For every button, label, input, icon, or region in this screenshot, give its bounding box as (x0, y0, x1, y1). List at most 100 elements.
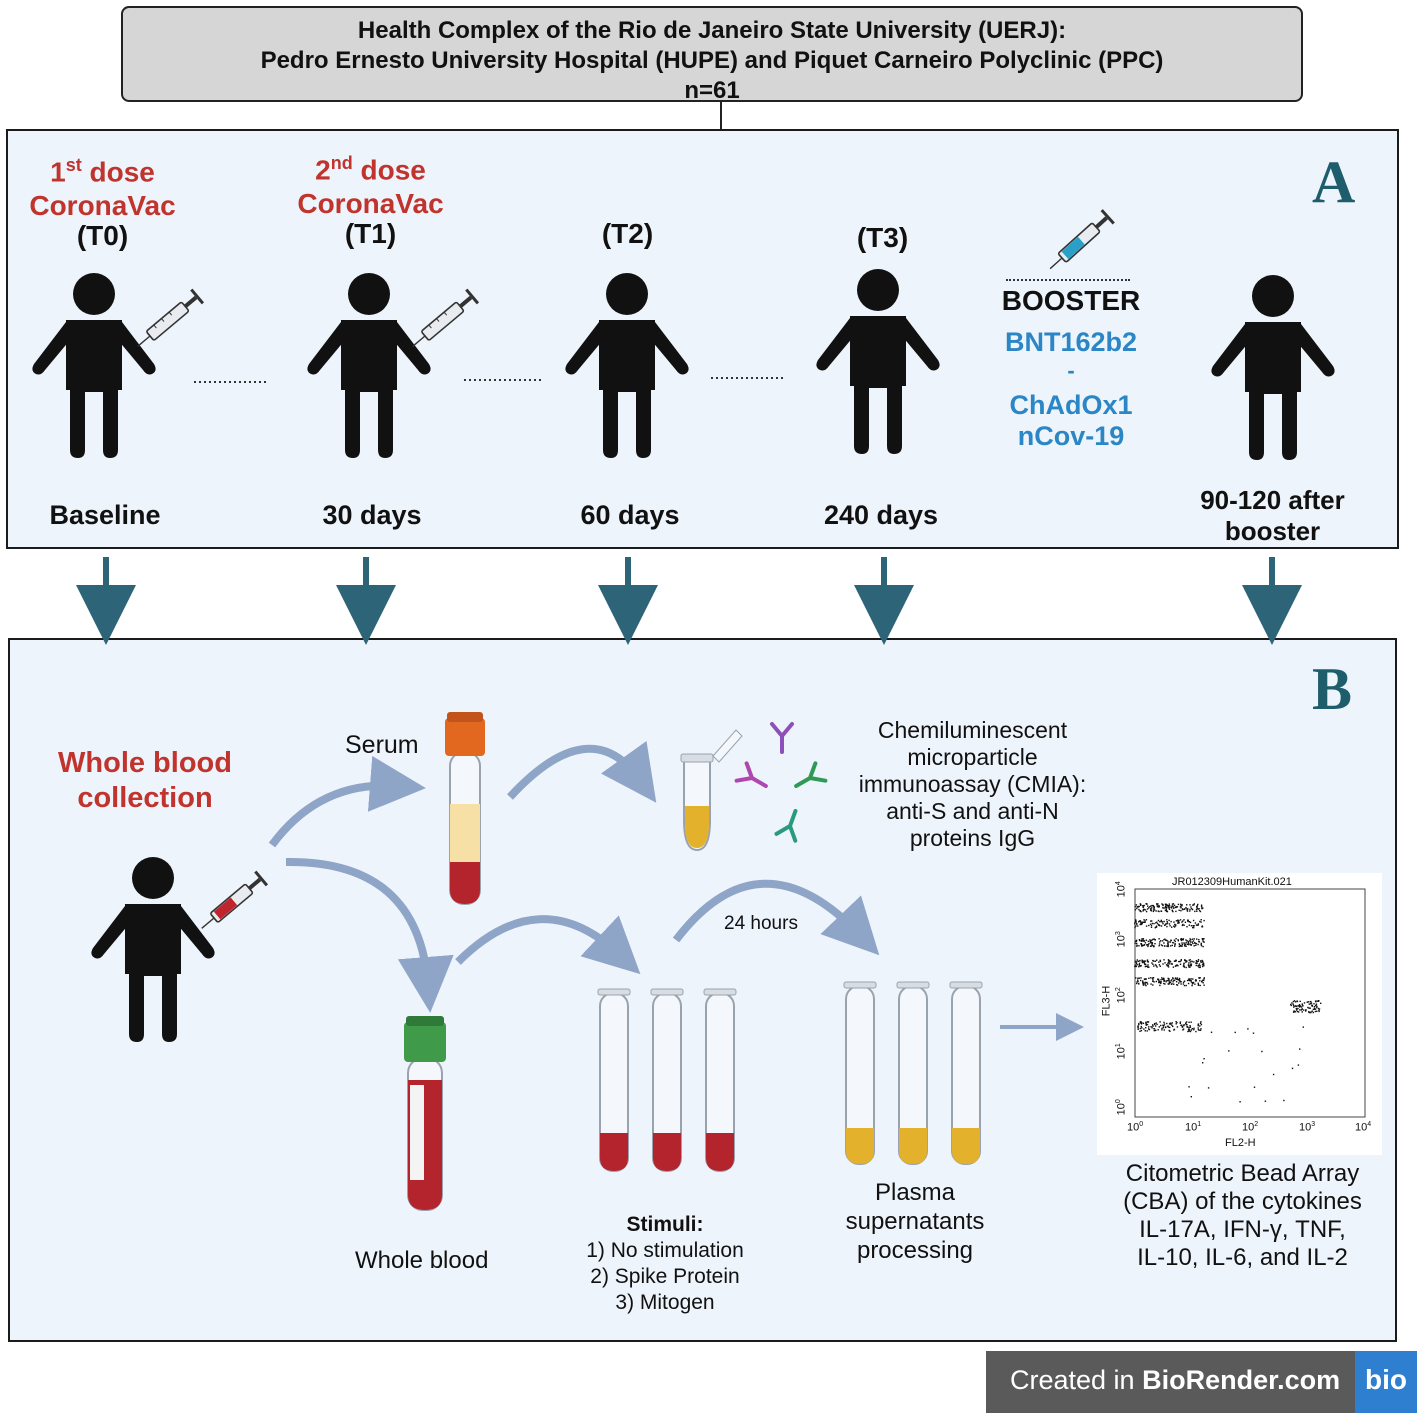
plot-point (1316, 1006, 1318, 1009)
plot-point (1182, 920, 1184, 922)
plot-point (1316, 1005, 1318, 1008)
plot-point (1188, 966, 1190, 968)
plot-point (1138, 966, 1140, 968)
eppendorf-tube-icon (680, 729, 743, 852)
plot-point (1167, 942, 1169, 944)
plot-point (1192, 919, 1195, 922)
footer-badge[interactable]: Created in BioRender.com (986, 1351, 1417, 1413)
plot-point (1140, 1023, 1143, 1025)
plot-point (1167, 962, 1169, 964)
plot-point (1202, 982, 1204, 984)
x-tick-3: 103 (1299, 1121, 1316, 1134)
whole-blood-tube-icon (404, 1016, 446, 1211)
plot-point (1165, 908, 1167, 911)
plot-point (1294, 1001, 1297, 1003)
plot-point (1143, 940, 1145, 942)
plot-point (1300, 1006, 1303, 1008)
plot-point (1182, 983, 1185, 985)
plot-point (1142, 938, 1145, 940)
plot-point (1170, 920, 1172, 923)
plot-point (1160, 910, 1162, 912)
plot-point (1150, 1026, 1152, 1028)
plot-point (1169, 961, 1172, 963)
plot-point (1190, 1021, 1192, 1023)
plot-point (1313, 1003, 1315, 1005)
plot-point (1152, 963, 1154, 965)
plot-point (1188, 924, 1190, 926)
plot-point (1199, 966, 1201, 969)
plot-point (1158, 938, 1160, 940)
plot-point (1140, 1029, 1143, 1032)
plot-point (1161, 1029, 1163, 1031)
plot-point (1157, 903, 1159, 905)
plot-point (1168, 982, 1171, 984)
plot-point (1194, 942, 1196, 944)
plot-point (1155, 1022, 1157, 1024)
plot-point (1200, 919, 1202, 921)
plot-point (1140, 923, 1142, 926)
plot-point (1157, 919, 1160, 922)
plot-point (1176, 1026, 1179, 1028)
plot-point (1308, 1007, 1310, 1009)
header-line-3: n=61 (684, 77, 740, 104)
plot-point (1146, 1023, 1149, 1026)
plot-point (1151, 904, 1153, 907)
plot-point (1161, 1027, 1163, 1030)
plot-point (1151, 939, 1153, 941)
plot-point (1166, 922, 1169, 924)
plot-point (1296, 1000, 1298, 1002)
plot-point (1188, 1021, 1190, 1023)
plot-point (1180, 904, 1182, 906)
stimuli-1: 1) No stimulation (586, 1239, 744, 1262)
plot-point (1203, 1058, 1205, 1060)
plot-point (1161, 921, 1163, 923)
plot-point (1309, 1007, 1311, 1009)
plot-point (1313, 1005, 1316, 1008)
plot-point (1193, 938, 1195, 940)
plot-point (1143, 908, 1145, 911)
plot-point (1179, 945, 1181, 947)
plot-point (1138, 983, 1140, 985)
plot-point (1193, 1027, 1195, 1029)
plot-point (1187, 920, 1189, 923)
plot-point (1158, 943, 1161, 945)
plot-point (1144, 960, 1146, 962)
plot-point (1202, 945, 1204, 948)
plot-point (1166, 910, 1169, 913)
plot-point (1139, 923, 1141, 926)
syringe-t1-icon (406, 287, 480, 354)
plot-point (1143, 944, 1146, 946)
plot-point (1165, 1026, 1167, 1028)
plot-point (1299, 1006, 1301, 1008)
plot-point (1162, 907, 1164, 909)
plot-point (1180, 910, 1182, 912)
footer-brand: BioRender.com (1142, 1365, 1341, 1395)
plot-point (1192, 940, 1195, 942)
plot-point (1191, 907, 1193, 910)
plot-point (1171, 905, 1173, 907)
plot-point (1140, 944, 1143, 946)
plot-point (1166, 921, 1168, 923)
after-line-1: 90-120 after (1200, 485, 1345, 515)
plot-point (1136, 945, 1138, 947)
header-line-1: Health Complex of the Rio de Janeiro Sta… (357, 17, 1067, 44)
plot-point (1139, 959, 1141, 962)
after-booster-label: 90-120 after booster (1165, 485, 1380, 547)
antibody-purple-icon (770, 722, 794, 754)
plot-point (1147, 964, 1149, 966)
plot-point (1295, 1005, 1298, 1007)
plot-point (1139, 1021, 1141, 1023)
plot-point (1162, 923, 1164, 925)
plot-point (1305, 1009, 1307, 1011)
plot-point (1145, 1027, 1147, 1029)
plot-point (1155, 926, 1158, 928)
plot-point (1292, 1004, 1295, 1007)
plot-point (1193, 903, 1195, 905)
plot-point (1138, 1022, 1140, 1025)
plot-point (1181, 908, 1184, 910)
plot-points (1134, 903, 1322, 1103)
plot-point (1168, 980, 1170, 982)
plot-point (1146, 983, 1149, 985)
plot-point (1175, 981, 1178, 983)
plot-point (1172, 981, 1174, 983)
